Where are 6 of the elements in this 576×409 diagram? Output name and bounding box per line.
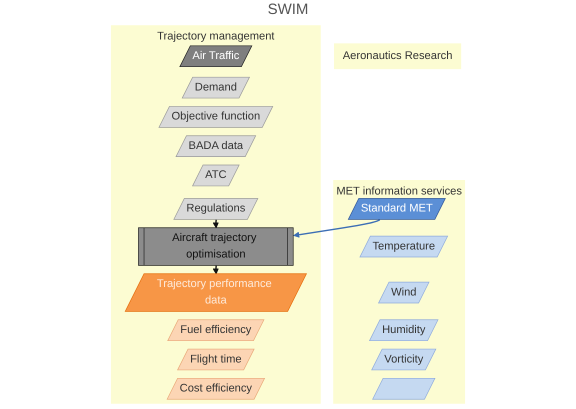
node-parallelogram <box>372 378 436 400</box>
arrow <box>212 266 219 274</box>
arrow <box>212 220 219 228</box>
node-box: Aeronautics Research <box>334 43 462 70</box>
section-label: SWIM <box>268 1 308 18</box>
arrow <box>293 219 380 238</box>
